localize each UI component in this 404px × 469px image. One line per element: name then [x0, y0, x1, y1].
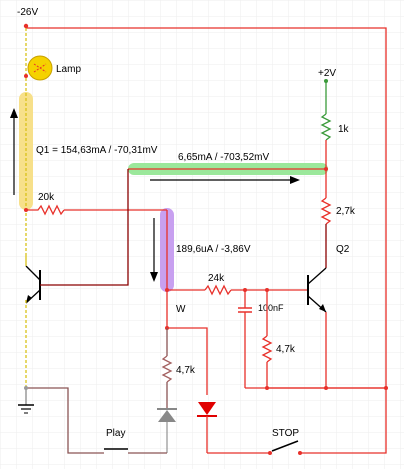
resistor-1k[interactable]: 1k [320, 113, 350, 141]
resistor-24k[interactable]: 24k [204, 273, 232, 296]
led-indicator[interactable] [197, 402, 217, 453]
resistor-4-7k-left[interactable]: 4,7k [161, 328, 196, 408]
resistor-1k-label: 1k [338, 124, 350, 135]
supply-neg-label: -26V [17, 7, 38, 18]
resistor-20k-label: 20k [38, 192, 55, 203]
transistor-q1[interactable] [25, 265, 70, 304]
lamp-label: Lamp [56, 64, 81, 75]
q1-reading: Q1 = 154,63mA / -70,31mV [36, 145, 158, 156]
capacitor-100nf[interactable]: 100nF [238, 290, 284, 388]
current-arrow-q1 [10, 108, 18, 195]
capacitor-label: 100nF [258, 303, 284, 313]
transistor-q2[interactable]: Q2 [307, 244, 350, 313]
node-w-label: W [176, 304, 186, 315]
resistor-4-7k-right[interactable]: 4,7k [261, 290, 296, 388]
q2-label: Q2 [336, 244, 350, 255]
current-arrow-green [150, 176, 300, 184]
supply-neg-terminal[interactable]: -26V [17, 7, 38, 29]
wire-w-down [166, 290, 208, 395]
resistor-20k[interactable]: 20k [26, 192, 65, 216]
node-dot [324, 167, 328, 171]
diode-gray[interactable] [157, 408, 177, 453]
node-dot [24, 386, 28, 390]
supply-pos-label: +2V [318, 68, 336, 79]
node-dot [384, 386, 388, 390]
stop-label: STOP [272, 428, 299, 439]
switch-play[interactable]: Play [26, 387, 167, 454]
node-dot [24, 208, 28, 212]
resistor-4-7k-left-label: 4,7k [176, 365, 196, 376]
node-dot [324, 386, 328, 390]
purple-reading: 189,6uA / -3,86V [176, 244, 251, 255]
switch-stop[interactable]: STOP [207, 428, 328, 455]
resistor-2-7k-label: 2,7k [336, 206, 356, 217]
play-label: Play [106, 428, 125, 439]
green-reading: 6,65mA / -703,52mV [178, 152, 269, 163]
resistor-24k-label: 24k [208, 273, 225, 284]
resistor-2-7k[interactable]: 2,7k [320, 197, 356, 225]
node-dot [265, 386, 269, 390]
node-dot [24, 74, 28, 78]
lamp-icon[interactable]: Lamp [27, 55, 81, 81]
resistor-4-7k-right-label: 4,7k [276, 344, 296, 355]
ground-symbol [18, 388, 34, 414]
wire-q1-base [70, 169, 129, 286]
current-arrow-purple [150, 218, 158, 282]
